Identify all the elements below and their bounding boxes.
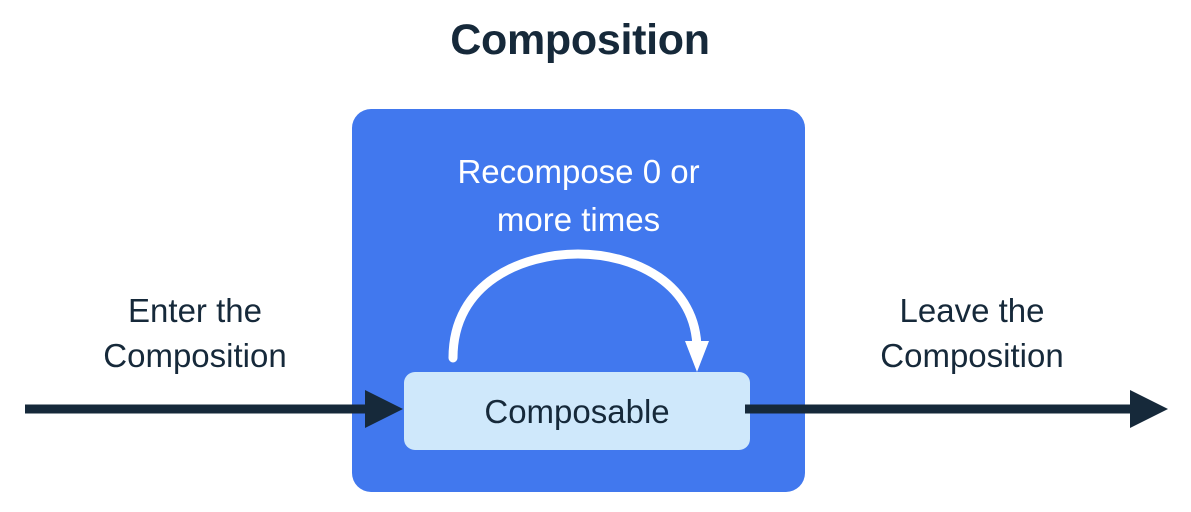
recompose-caption-line-1: Recompose 0 or [457,153,700,190]
leave-caption-line-2: Composition [880,337,1064,374]
page-title: Composition [450,16,710,64]
leave-caption-line-1: Leave the [899,292,1045,329]
composable-label: Composable [484,392,670,430]
enter-caption-line-2: Composition [103,337,287,374]
recompose-caption-line-2: more times [496,201,661,238]
enter-caption-line-1: Enter the [128,292,262,329]
leave-composition-caption: Leave the Composition [812,288,1132,378]
recompose-caption: Recompose 0 or more times [352,148,805,244]
composable-node[interactable]: Composable [404,372,750,450]
leave-flow-arrow-icon [745,390,1168,428]
enter-composition-caption: Enter the Composition [35,288,355,378]
